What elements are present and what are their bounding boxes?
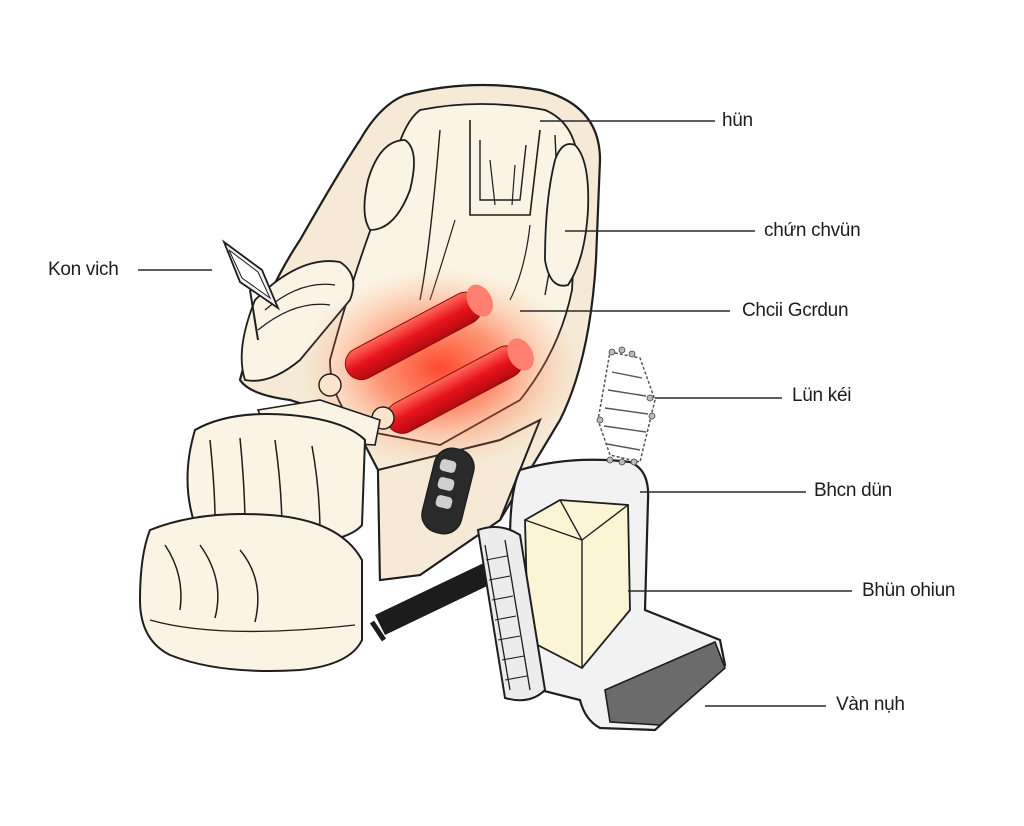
roller-track — [596, 346, 656, 466]
label-roller-track: Lün kéi — [792, 385, 852, 406]
label-rollers: Chcii Gcrdun — [742, 300, 849, 321]
label-control-panel: Kon vich — [48, 259, 119, 280]
control-panel — [221, 239, 281, 341]
label-footplate: Vàn nụh — [836, 694, 905, 715]
chair-base — [369, 560, 510, 642]
leader-lines — [138, 120, 852, 707]
seat-module — [476, 458, 727, 732]
foot-rest — [138, 513, 363, 672]
label-headrest: hün — [722, 110, 753, 131]
label-seat-cushion: Bhün ohiun — [862, 580, 956, 601]
label-back-cushion: chứn chvün — [764, 220, 861, 241]
label-seat-frame: Bhcn dün — [814, 480, 892, 501]
side-remote — [421, 447, 475, 535]
